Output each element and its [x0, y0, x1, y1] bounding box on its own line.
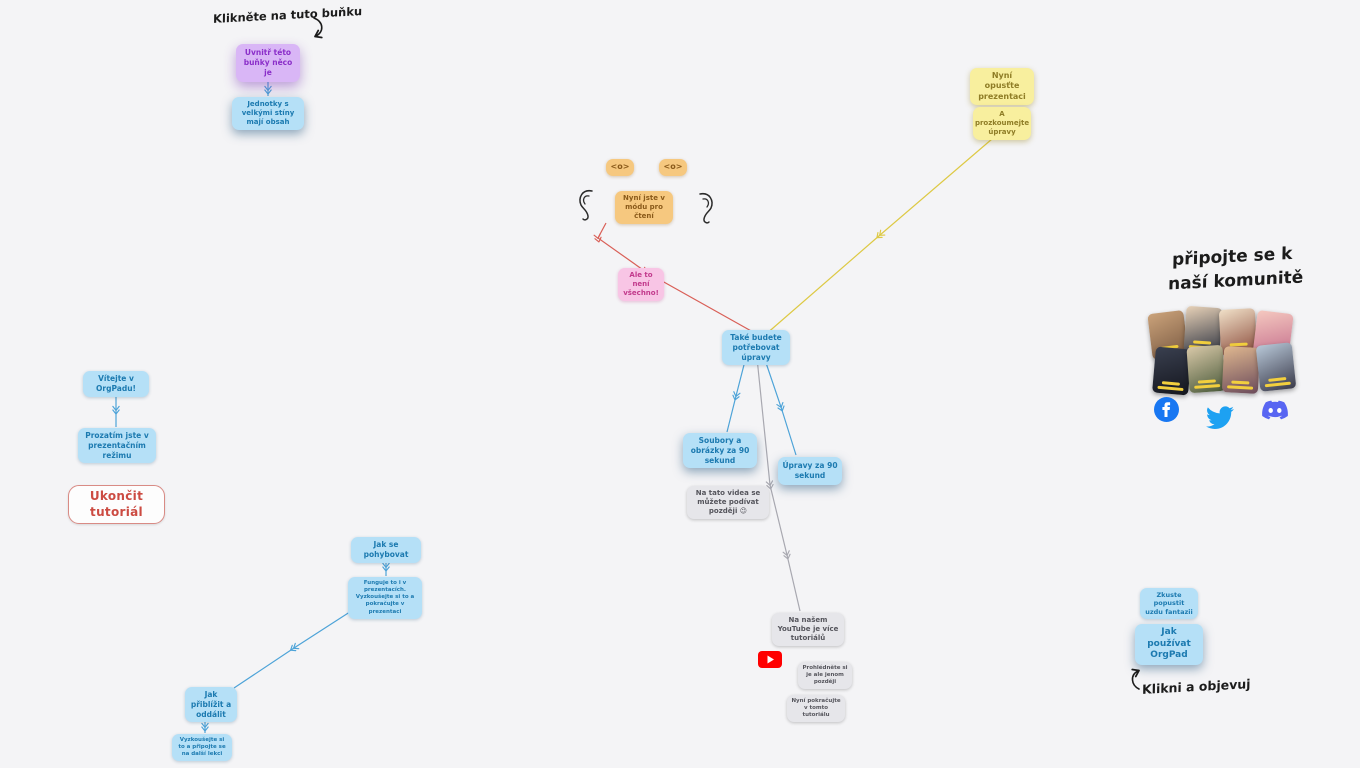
edge-neededits-youtube: [756, 357, 801, 612]
node-presentation-mode[interactable]: Prozatím jste v prezentačním režimu: [78, 428, 156, 464]
youtube-play-icon[interactable]: [758, 651, 782, 668]
node-watch-later[interactable]: Na tato videa se můžete podívat později …: [687, 486, 769, 520]
edge-note-zoom: [233, 607, 357, 689]
end-tutorial-button[interactable]: Ukončit tutoriál: [68, 485, 165, 525]
node-try-zoom[interactable]: Vyzkoušejte si to a připojte se na další…: [172, 734, 232, 762]
node-need-edits[interactable]: Také budete potřebovat úpravy: [722, 330, 790, 366]
node-how-to-move[interactable]: Jak se pohybovat: [351, 537, 421, 563]
node-not-everything[interactable]: Ale to není všechno!: [618, 268, 664, 302]
edge-neededits-files: [726, 356, 747, 433]
community-photos-collage[interactable]: [1147, 305, 1298, 396]
node-view-later[interactable]: Prohlédněte si je ale jenom později: [798, 662, 852, 690]
node-leave-presentation[interactable]: Nyní opusťte prezentaci: [970, 68, 1034, 106]
ear-right-icon: [699, 192, 713, 224]
node-how-to-use-orgpad[interactable]: Jak používat OrgPad: [1135, 624, 1203, 666]
node-big-shadow[interactable]: Jednotky s velkými stíny mají obsah: [232, 97, 304, 131]
edge-leave-needeedits: [764, 132, 1000, 336]
annotation-arrow-down-icon: [313, 17, 323, 39]
node-edits-90[interactable]: Úpravy za 90 sekund: [778, 457, 842, 485]
node-continue-tutorial[interactable]: Nyní pokračujte v tomto tutoriálu: [787, 695, 845, 723]
node-reading-mode[interactable]: Nyní jste v módu pro čtení: [615, 191, 673, 225]
node-welcome[interactable]: Vítejte v OrgPadu!: [83, 371, 149, 397]
node-how-to-zoom[interactable]: Jak přiblížit a oddálit: [185, 687, 237, 723]
annotation-arrow-up-icon: [1131, 668, 1140, 690]
ear-left-icon: [579, 189, 593, 221]
community-photo[interactable]: [1221, 346, 1261, 394]
discord-icon[interactable]: [1261, 400, 1289, 422]
node-tag-left[interactable]: <o>: [606, 159, 634, 176]
community-photo[interactable]: [1186, 344, 1226, 394]
twitter-bird-icon[interactable]: [1206, 406, 1234, 430]
node-fantasy[interactable]: Zkuste popustit uzdu fantazii: [1140, 588, 1198, 620]
edge-neededits-edits90: [763, 356, 797, 456]
edge-reading-neededits: [593, 222, 754, 333]
facebook-icon[interactable]: [1154, 397, 1179, 422]
node-explore-edits[interactable]: A prozkoumejte úpravy: [973, 107, 1031, 141]
node-files-images[interactable]: Soubory a obrázky za 90 sekund: [683, 433, 757, 469]
node-move-note[interactable]: Funguje to i v prezentacích. Vyzkoušejte…: [348, 577, 422, 619]
node-inside-cell[interactable]: Uvnitř této buňky něco je: [236, 44, 300, 82]
community-photo[interactable]: [1255, 342, 1297, 392]
node-tag-right[interactable]: <o>: [659, 159, 687, 176]
node-youtube-more[interactable]: Na našem YouTube je více tutoriálů: [772, 613, 844, 647]
